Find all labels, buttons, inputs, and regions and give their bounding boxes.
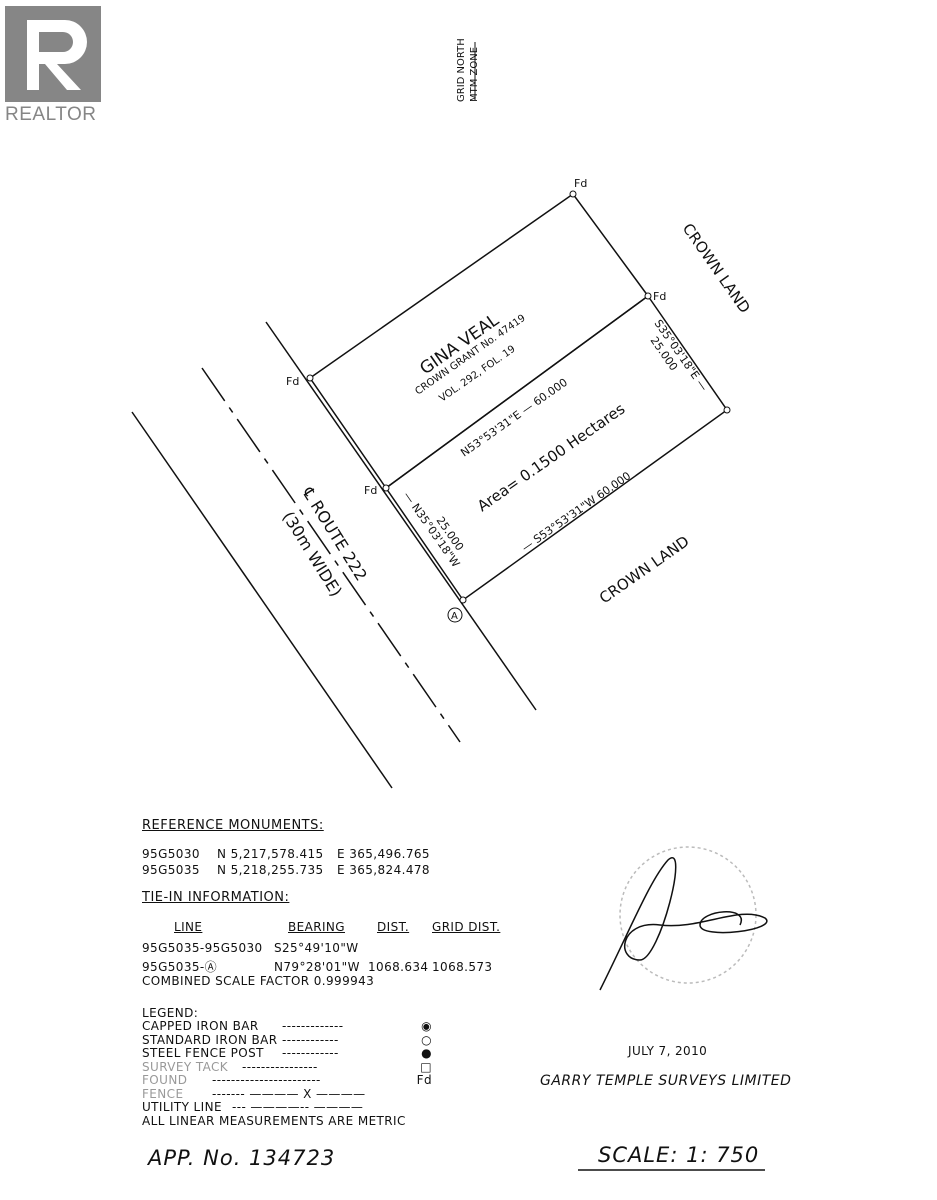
legend-title: LEGEND: — [142, 1006, 199, 1020]
monument — [723, 406, 731, 414]
road-left-boundary — [131, 411, 393, 789]
reference-row: 95G5030 N 5,217,578.415 E 365,496.765 — [142, 847, 430, 861]
application-number: APP. No. 134723 — [148, 1146, 336, 1170]
monument-east: E 365,824.478 — [337, 863, 430, 877]
plan-date: JULY 7, 2010 — [628, 1044, 708, 1058]
tiein-title: TIE-IN INFORMATION: — [142, 890, 290, 905]
tiein-line: 95G5035-Ⓐ — [142, 960, 218, 974]
found-monument — [569, 190, 577, 198]
fd-label: Fd — [286, 375, 299, 388]
fd-label: Fd — [653, 290, 666, 303]
legend-item: FENCE ------- ———— X ———— — [142, 1086, 432, 1102]
north-arrow-label: GRID NORTH MTM ZONE — [456, 38, 480, 102]
standard-iron-bar-icon: ○ — [421, 1032, 432, 1047]
legend-list: CAPPED IRON BAR ------------- ◉ STANDARD I… — [142, 1019, 432, 1128]
fd-label: Fd — [574, 177, 587, 190]
tiein-line: 95G5035-95G5030 — [142, 941, 263, 955]
legend-note: ALL LINEAR MEASUREMENTS ARE METRIC — [142, 1113, 406, 1128]
scale-factor: COMBINED SCALE FACTOR 0.999943 — [142, 974, 375, 988]
legend-line: ------------- — [282, 1019, 344, 1033]
legend-line: ------------ — [282, 1032, 339, 1047]
found-monument — [306, 374, 314, 382]
tiein-bearing: S25°49'10"W — [274, 941, 359, 955]
steel-fence-post-icon: ● — [421, 1046, 432, 1060]
monument-north: N 5,218,255.735 — [217, 863, 324, 877]
legend-item: STANDARD IRON BAR ------------ ○ — [142, 1032, 432, 1048]
point-a-monument — [459, 596, 467, 604]
reference-row: 95G5035 N 5,218,255.735 E 365,824.478 — [142, 863, 430, 877]
surveyor-company: GARRY TEMPLE SURVEYS LIMITED — [540, 1073, 792, 1089]
tiein-header-dist: DIST. — [377, 920, 410, 934]
legend-label: STEEL FENCE POST — [142, 1046, 264, 1060]
legend-line: ----------------------- — [212, 1073, 321, 1087]
surveyor-seal-and-signature — [599, 846, 768, 991]
reference-monuments-title: REFERENCE MONUMENTS: — [142, 818, 324, 833]
legend-item: FOUND ----------------------- Fd — [142, 1073, 432, 1088]
tiein-header-bearing: BEARING — [288, 920, 345, 934]
legend-line: ------- ———— X ———— — [212, 1086, 366, 1101]
legend-item: UTILITY LINE --- ————-- ———— — [142, 1100, 432, 1115]
found-icon: Fd — [416, 1073, 432, 1087]
survey-tack-icon: □ — [420, 1059, 432, 1074]
capped-iron-bar-icon: ◉ — [421, 1019, 432, 1033]
legend-label: CAPPED IRON BAR — [142, 1019, 259, 1033]
monument-north: N 5,217,578.415 — [217, 847, 324, 861]
legend-item: STEEL FENCE POST ------------ ● — [142, 1046, 432, 1061]
monuments — [306, 190, 731, 604]
tiein-header-grid-dist: GRID DIST. — [432, 920, 501, 934]
point-a-circle — [447, 607, 463, 623]
tiein-dist: 1068.634 — [368, 960, 429, 974]
legend-item: SURVEY TACK ---------------- □ — [142, 1059, 432, 1075]
point-a-label: A — [451, 611, 458, 622]
legend-label: SURVEY TACK — [142, 1059, 229, 1074]
legend-item: CAPPED IRON BAR ------------- ◉ — [142, 1019, 432, 1034]
plan-scale: SCALE: 1: 750 — [598, 1143, 760, 1167]
monument-id: 95G5035 — [142, 863, 200, 877]
road-centerline — [201, 367, 461, 743]
legend-label: UTILITY LINE — [142, 1100, 222, 1114]
crown-land-bottom: CROWN LAND — [596, 532, 693, 607]
tiein-bearing: N79°28'01"W — [274, 960, 360, 974]
tiein-grid-dist: 1068.573 — [432, 960, 493, 974]
bearing-south: — S53°53'31"W 60.000 — [519, 469, 633, 554]
legend-line: ---------------- — [242, 1059, 318, 1074]
realtor-r-icon — [27, 20, 87, 90]
legend-line: ------------ — [282, 1046, 339, 1060]
north-label-line1: GRID NORTH — [456, 38, 467, 102]
found-monument — [382, 484, 390, 492]
legend-label: FOUND — [142, 1073, 188, 1087]
realtor-logo-text: REALTOR — [5, 104, 97, 125]
road-right-boundary — [265, 321, 537, 711]
realtor-logo — [5, 6, 101, 102]
crown-land-top: CROWN LAND — [679, 220, 754, 317]
monument-east: E 365,496.765 — [337, 847, 430, 861]
legend-line: --- ————-- ———— — [232, 1100, 364, 1114]
found-monument — [644, 292, 652, 300]
legend-label: FENCE — [142, 1086, 184, 1101]
legend-label: STANDARD IRON BAR — [142, 1032, 278, 1047]
tiein-header-line: LINE — [174, 920, 203, 934]
fd-label: Fd — [364, 484, 377, 497]
monument-id: 95G5030 — [142, 847, 200, 861]
tiein-row: 95G5035-95G5030 S25°49'10"W — [142, 941, 359, 955]
